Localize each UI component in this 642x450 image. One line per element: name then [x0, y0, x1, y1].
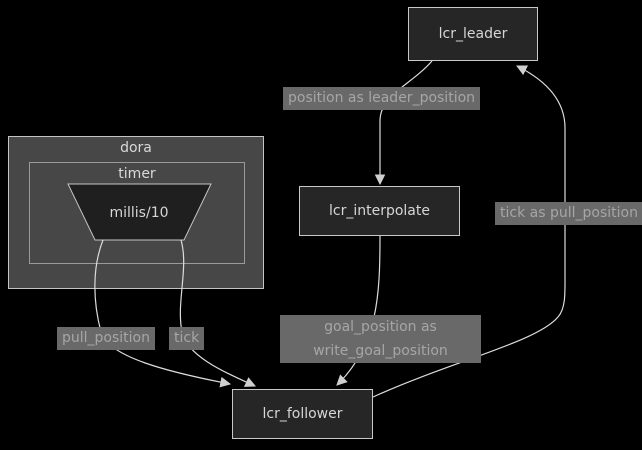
node-timer-op-label: millis/10 — [109, 205, 169, 221]
node-lcr-follower: lcr_follower — [232, 389, 373, 439]
edge-label-tick: tick — [169, 327, 205, 350]
edge-label-goal-position: goal_position as write_goal_position — [280, 315, 481, 363]
edge-label-goal-position-line2: write_goal_position — [313, 343, 448, 359]
edge-label-leader-position: position as leader_position — [283, 87, 481, 110]
cluster-timer-label: timer — [118, 166, 156, 182]
edge-label-goal-position-line1: goal_position as — [324, 319, 437, 335]
edge-leader-to-interpolate — [374, 60, 433, 186]
cluster-dora-label: dora — [120, 140, 152, 156]
node-lcr-follower-label: lcr_follower — [262, 406, 343, 422]
node-lcr-leader: lcr_leader — [408, 7, 538, 61]
edge-label-pull-position: pull_position — [57, 327, 155, 350]
node-lcr-interpolate: lcr_interpolate — [299, 186, 460, 236]
edge-label-tick-as-pull-position: tick as pull_position — [495, 202, 642, 225]
node-lcr-leader-label: lcr_leader — [438, 26, 508, 42]
node-lcr-interpolate-label: lcr_interpolate — [329, 203, 430, 219]
